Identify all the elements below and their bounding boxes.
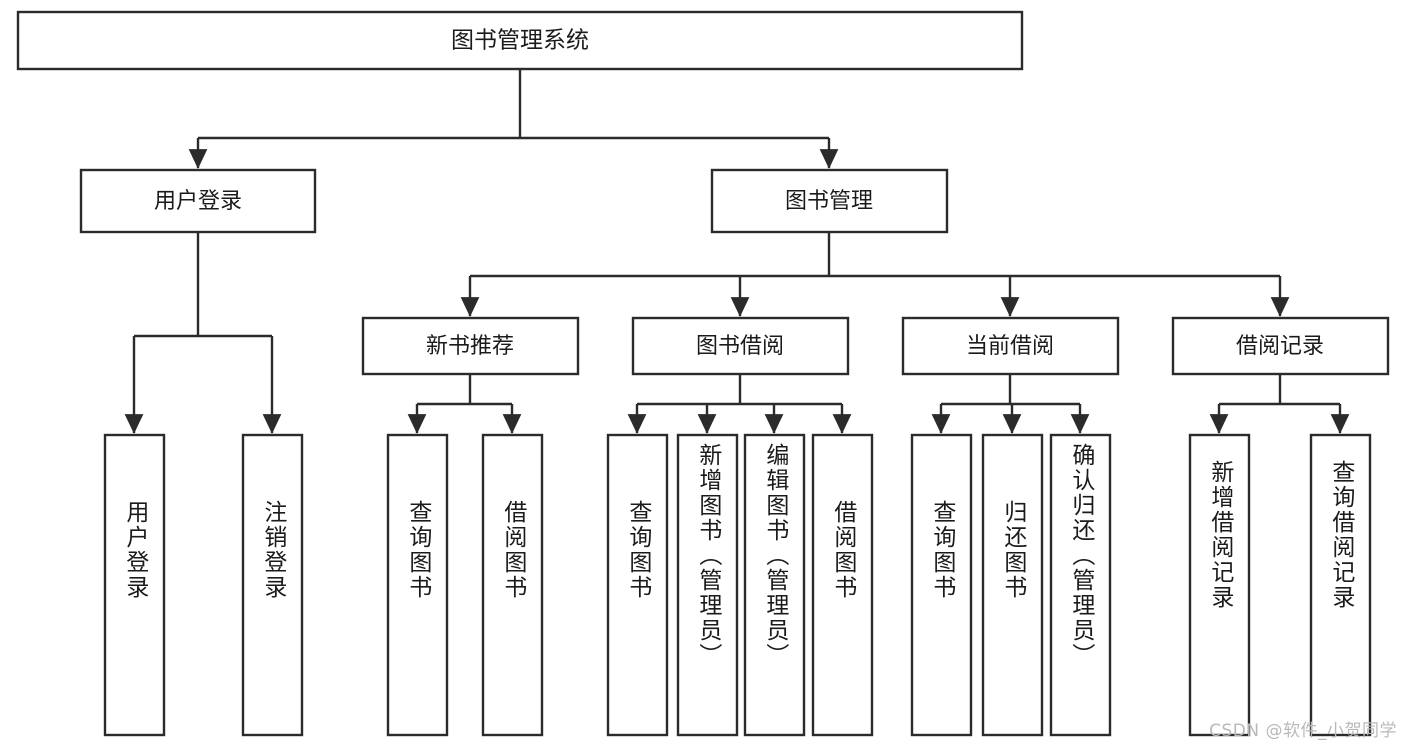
node-box-book-borrow[interactable] <box>631 316 850 376</box>
node-box-current-borrow[interactable] <box>901 316 1120 376</box>
node-box-leaf-confirm-return[interactable] <box>1049 433 1112 737</box>
node-label-book-borrow: 图书借阅 <box>696 334 784 359</box>
node-box-leaf-query-book-bor[interactable] <box>606 433 669 737</box>
node-box-borrow-record[interactable] <box>1171 316 1390 376</box>
node-box-leaf-user-login[interactable] <box>103 433 166 737</box>
node-box-leaf-add-record[interactable] <box>1188 433 1251 737</box>
connector-group <box>124 69 1350 434</box>
node-boxes: 图书管理系统 用户登录 图书管理 新书推荐 图书借阅 当前借阅 借阅记录 <box>16 10 1390 737</box>
node-box-leaf-query-record[interactable] <box>1309 433 1372 737</box>
node-box-leaf-edit-book[interactable] <box>743 433 806 737</box>
node-box-leaf-query-book-cur[interactable] <box>910 433 973 737</box>
node-label-root: 图书管理系统 <box>451 28 589 54</box>
node-label-borrow-record: 借阅记录 <box>1236 334 1324 359</box>
node-box-new-book-recommend[interactable] <box>361 316 580 376</box>
node-box-leaf-borrow-book-new[interactable] <box>481 433 544 737</box>
node-box-leaf-add-book[interactable] <box>676 433 739 737</box>
node-box-leaf-return-book[interactable] <box>981 433 1044 737</box>
node-box-book-manage[interactable] <box>710 168 949 234</box>
node-box-leaf-user-logout[interactable] <box>241 433 304 737</box>
node-box-leaf-query-book-new[interactable] <box>386 433 449 737</box>
node-label-new-book-recommend: 新书推荐 <box>426 334 514 359</box>
node-box-user-login[interactable] <box>79 168 317 234</box>
node-label-user-login: 用户登录 <box>154 189 242 214</box>
node-box-root[interactable] <box>16 10 1024 71</box>
node-label-book-manage: 图书管理 <box>785 189 873 214</box>
node-label-current-borrow: 当前借阅 <box>966 334 1054 359</box>
node-box-leaf-borrow-book-bor[interactable] <box>811 433 874 737</box>
